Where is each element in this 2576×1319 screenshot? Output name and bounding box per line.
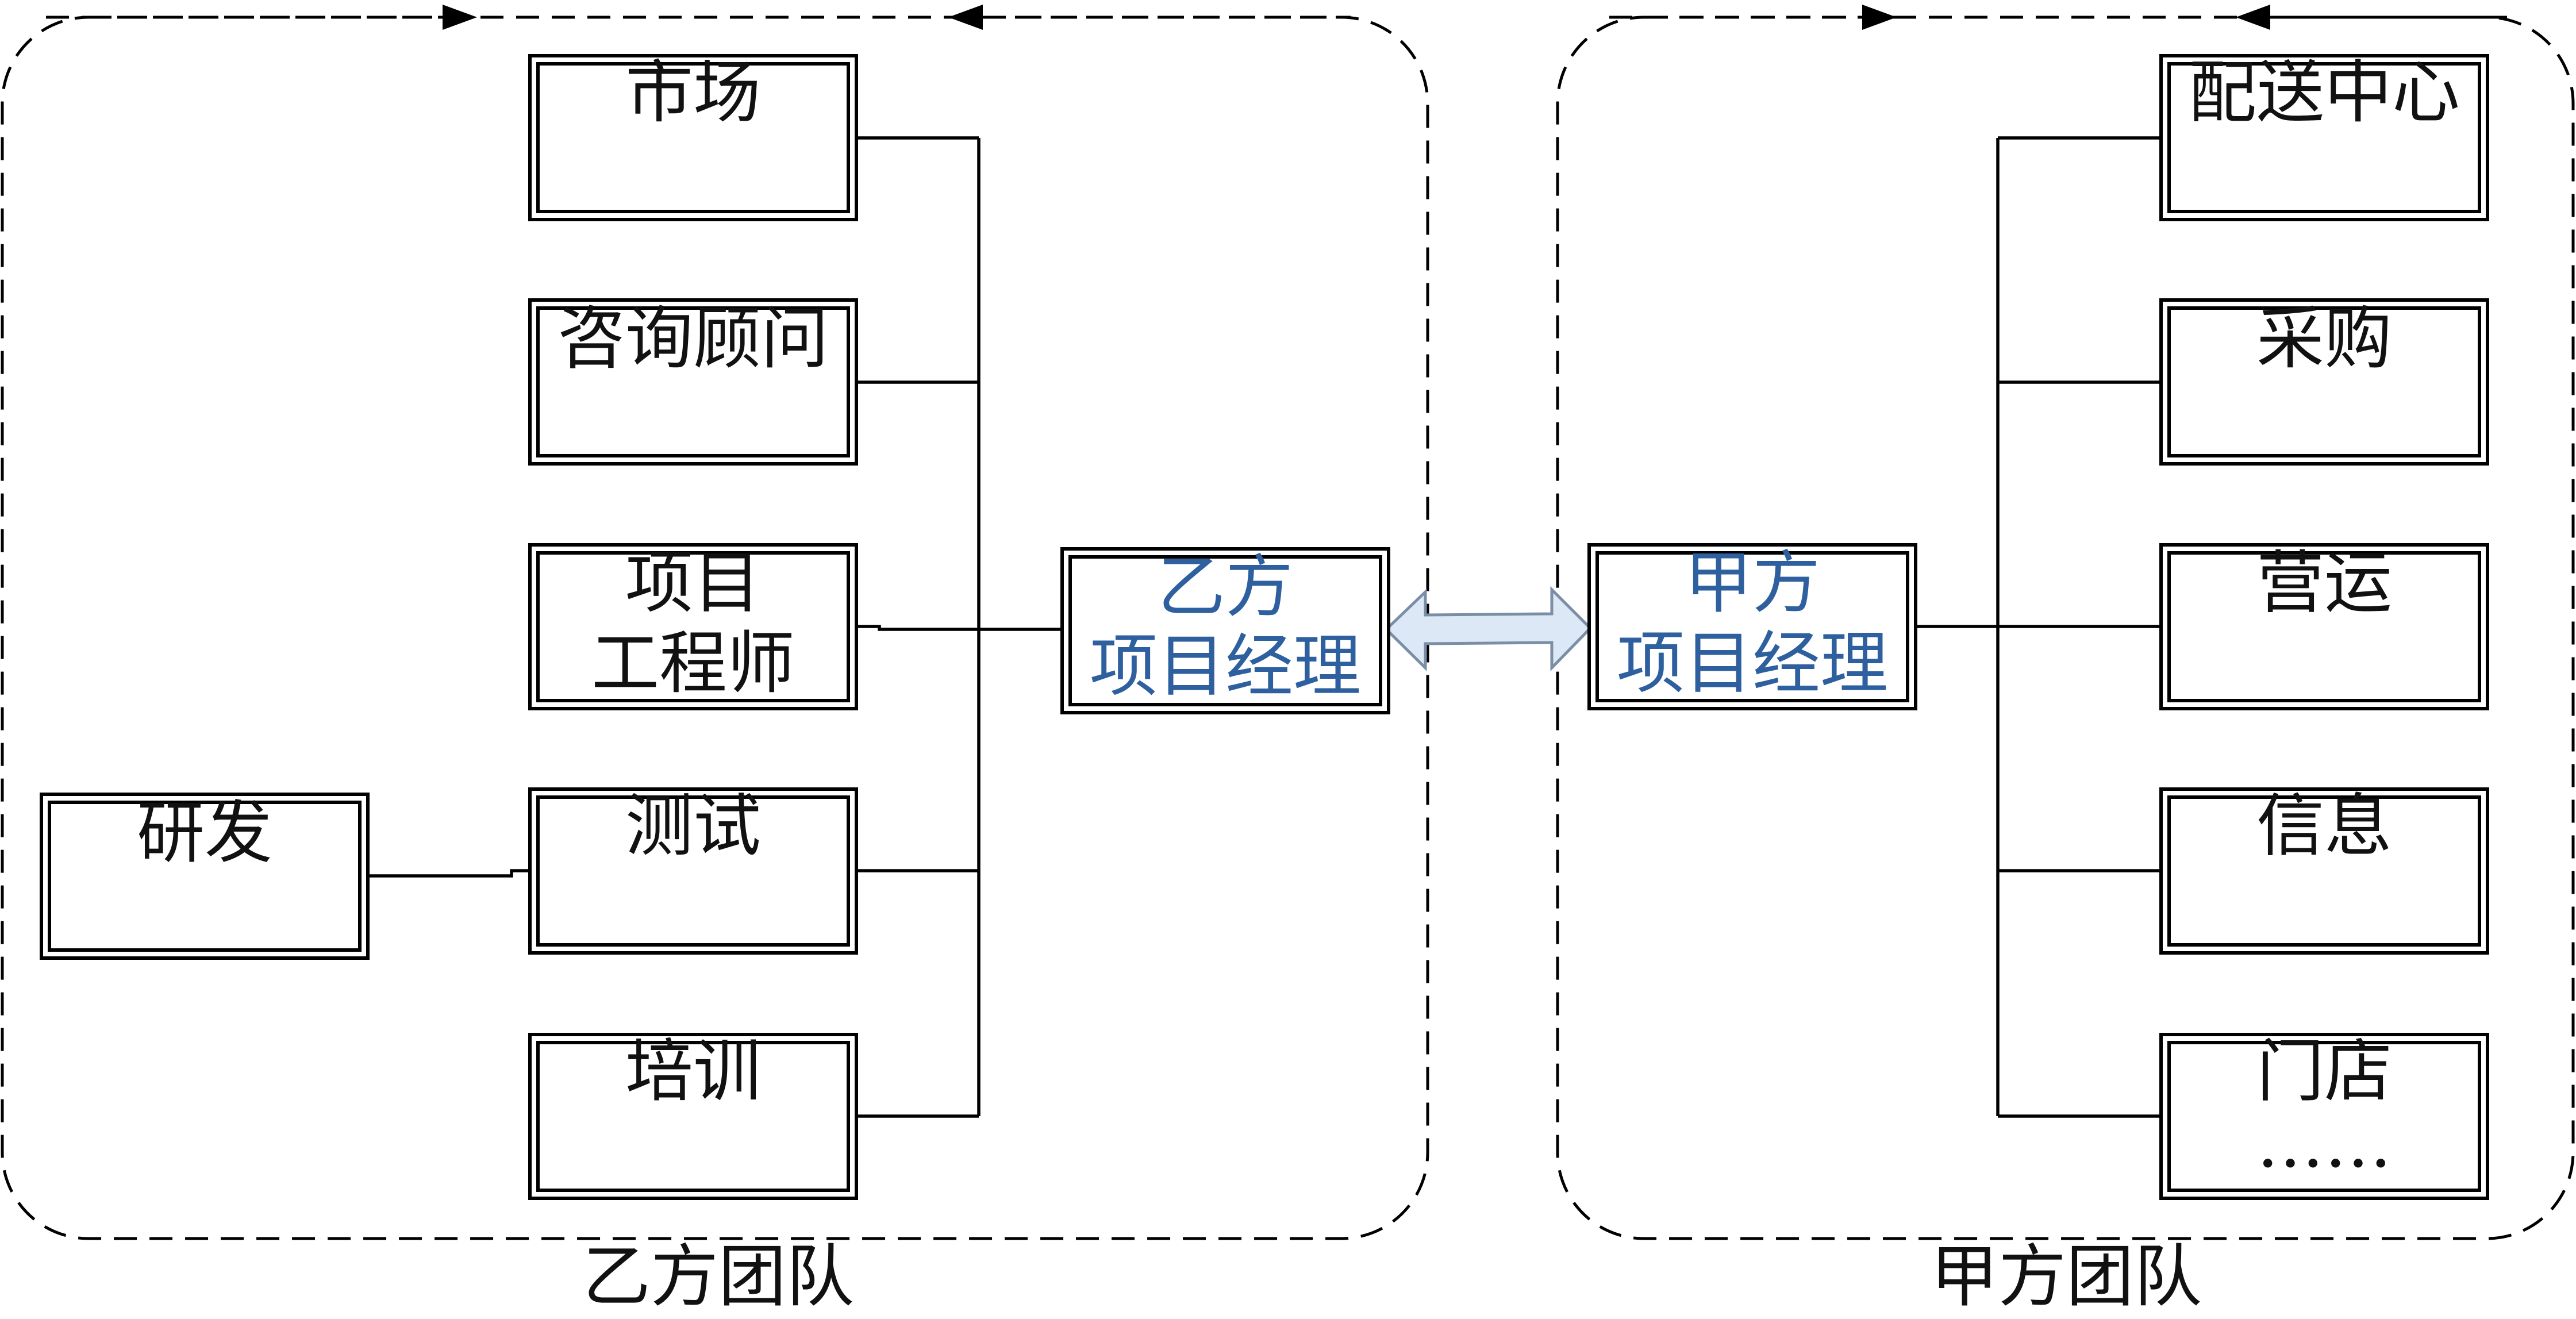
box-consultant: 咨询顾问 xyxy=(528,298,858,466)
box-purchasing: 采购 xyxy=(2159,298,2489,466)
box-market-line-1: 市场 xyxy=(625,53,761,132)
box-engineer: 项目 工程师 xyxy=(528,543,858,710)
team-a-manager-line-1: 甲方 xyxy=(1685,543,1820,622)
box-operations: 营运 xyxy=(2159,543,2489,710)
box-information-line-1: 信息 xyxy=(2256,786,2392,866)
box-training: 培训 xyxy=(528,1032,858,1200)
team-a-manager-line-2: 项目经理 xyxy=(1617,624,1888,703)
team-a-connectors xyxy=(1916,136,2161,1118)
box-stores-line-2: …… xyxy=(2256,1103,2392,1183)
box-rnd-line-1: 研发 xyxy=(137,793,272,872)
team-b-label: 乙方团队 xyxy=(583,1237,854,1316)
box-information: 信息 xyxy=(2159,786,2489,955)
box-testing-line-1: 测试 xyxy=(625,786,761,866)
team-b-top-arrow-left xyxy=(948,5,1351,30)
team-a-label: 甲方团队 xyxy=(1931,1237,2202,1316)
box-testing: 测试 xyxy=(528,786,858,955)
box-engineer-line-2: 工程师 xyxy=(591,624,795,703)
team-b-manager-line-2: 项目经理 xyxy=(1090,626,1361,706)
box-distribution-line-1: 配送中心 xyxy=(2189,53,2460,132)
team-b-manager-box: 乙方 项目经理 xyxy=(1060,547,1390,714)
box-stores-line-1: 门店 xyxy=(2256,1032,2392,1111)
box-rnd: 研发 xyxy=(40,793,370,960)
box-engineer-line-1: 项目 xyxy=(625,543,761,622)
box-purchasing-line-1: 采购 xyxy=(2256,299,2392,378)
box-training-line-1: 培训 xyxy=(625,1032,761,1111)
box-market: 市场 xyxy=(528,53,858,221)
team-a-top-arrow-right xyxy=(1609,5,1897,30)
box-stores: 门店 …… xyxy=(2159,1032,2489,1200)
team-a-manager-box: 甲方 项目经理 xyxy=(1587,543,1917,710)
team-a-top-arrow-left xyxy=(2236,5,2517,30)
team-b-manager-line-1: 乙方 xyxy=(1158,547,1293,626)
team-b-frame xyxy=(1,16,1429,1240)
box-consultant-line-1: 咨询顾问 xyxy=(558,299,829,378)
box-distribution: 配送中心 xyxy=(2159,53,2489,221)
team-b-top-arrow-right xyxy=(46,5,477,30)
exchange-double-arrow xyxy=(1384,586,1593,672)
team-b-connectors xyxy=(368,136,1062,1118)
team-a-frame xyxy=(1556,16,2575,1240)
box-operations-line-1: 营运 xyxy=(2256,543,2392,622)
